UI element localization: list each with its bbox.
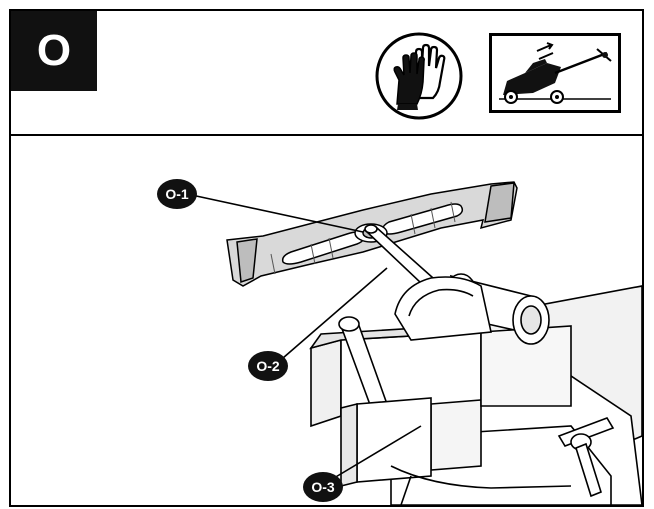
step-letter: O <box>11 11 97 91</box>
blade-vise-drawing <box>186 181 642 505</box>
wear-gloves-icon <box>375 32 463 120</box>
callout-o2: O-2 <box>248 351 288 381</box>
callout-leaders <box>186 193 422 482</box>
tilted-mower-icon <box>489 33 621 113</box>
blade-sharpening-illustration: O-1 O-2 O-3 <box>11 136 642 505</box>
bench-vise <box>309 273 642 505</box>
callout-o1: O-1 <box>157 179 197 209</box>
instruction-panel: O <box>9 9 644 507</box>
callout-o3: O-3 <box>303 472 343 502</box>
panel-header: O <box>11 11 642 136</box>
